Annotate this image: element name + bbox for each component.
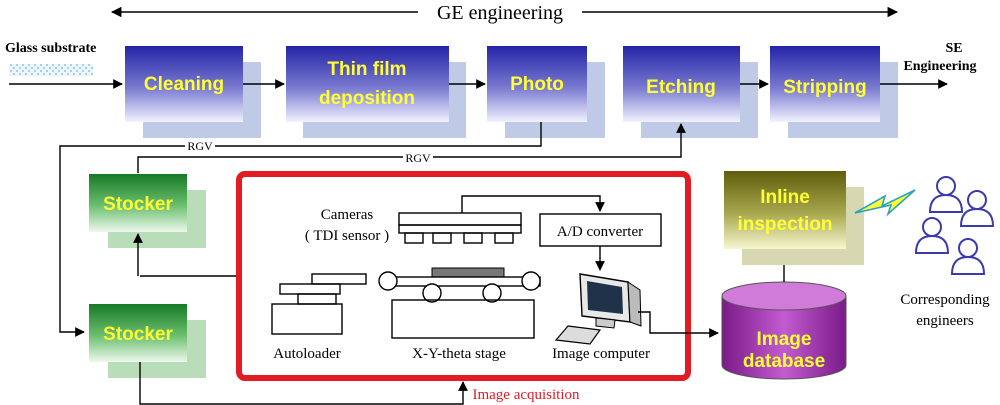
image-database-label-line2: database [743,351,825,372]
process-step-label: Photo [510,74,564,95]
rgv-label: RGV [405,151,431,165]
rgv-label: RGV [187,139,213,153]
process-step-stripping: Stripping [770,46,898,138]
process-step-label-line2: deposition [319,88,415,109]
image-database: Image database [721,281,847,380]
xy-theta-stage-icon [378,267,541,339]
ge-engineering-title: GE engineering [437,2,563,24]
inline-inspection: Inline inspection [724,171,864,265]
stage-label: X-Y-theta stage [412,346,506,362]
camera-to-ad-arrow [461,195,605,213]
glass-substrate-label: Glass substrate [5,41,96,56]
process-step-cleaning: Cleaning [125,46,261,138]
autoloader-label: Autoloader [273,346,340,362]
stocker-to-acquisition-arrow [139,362,468,405]
image-computer-icon [554,273,642,345]
process-step-label: Stripping [783,77,866,98]
rgv-line-etching: RGV [137,123,686,173]
lightning-bolt-icon [854,189,916,217]
image-computer-label: Image computer [552,346,650,362]
process-step-photo: Photo [487,46,605,138]
process-step-thin-film-deposition: Thin film deposition [286,46,466,138]
process-step-label: Cleaning [144,74,224,95]
engineers-label-line2: engineers [916,313,974,329]
engineers-icon [914,176,995,275]
computer-to-database-arrow [638,311,719,338]
stocker-label: Stocker [103,194,173,215]
image-acquisition-title: Image acquisition [472,387,580,403]
image-database-label: Image [757,329,812,350]
glass-substrate-icon [9,64,93,76]
process-step-label: Thin film [327,59,406,80]
camera-array-icon [398,212,522,244]
ad-converter-label: A/D converter [557,224,643,240]
inline-inspection-label: Inline [760,187,810,208]
cameras-label: Cameras [321,207,374,223]
process-step-etching: Etching [623,46,758,138]
autoloader-icon [271,273,367,335]
process-step-label: Etching [646,77,716,98]
image-acquisition-frame [236,171,691,381]
se-engineering-label-line2: Engineering [903,59,976,74]
tdi-sensor-label: ( TDI sensor ) [305,228,389,244]
ge-engineering-span: GE engineering [110,2,899,24]
stocker-label: Stocker [103,324,173,345]
engineers-label: Corresponding [900,292,990,308]
ad-converter-box [539,213,662,247]
rgv-line-photo: RGV [59,122,542,337]
inline-inspection-label-line2: inspection [737,214,832,235]
stocker-bottom: Stocker [89,304,206,378]
stocker-top: Stocker [89,174,206,248]
se-engineering-label: SE [945,41,962,56]
